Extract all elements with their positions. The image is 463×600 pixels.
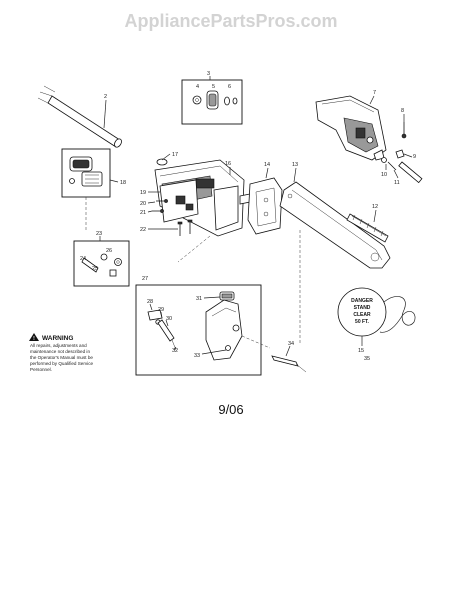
warning-title: WARNING [42,335,73,342]
date-code: 9/06 [218,402,243,417]
callout-18: 18 [120,180,126,186]
callout-19: 19 [140,190,146,196]
callout-11: 11 [394,180,400,186]
callout-15: 15 [358,348,364,354]
callout-31: 31 [196,296,202,302]
part-10-11-washer-screw[interactable] [381,157,423,184]
danger-line-3: CLEAR [353,312,371,318]
part-2-pole-tube[interactable] [37,85,123,148]
part-33-oil-tank[interactable] [205,299,243,361]
danger-line-2: STAND [354,305,371,311]
callout-6: 6 [228,84,231,90]
callout-35: 35 [364,356,370,362]
watermark-text: AppliancePartsPros.com [124,11,337,31]
part-18-coupler-box[interactable] [61,148,111,198]
part-23-fastener-box[interactable] [73,240,130,287]
callout-21: 21 [140,210,146,216]
part-9-nut[interactable] [395,149,405,159]
part-31-oil-cap[interactable] [219,291,235,301]
svg-text:!: ! [33,336,35,342]
part-20-21-22-screws[interactable] [152,199,193,236]
callout-9: 9 [413,154,416,160]
warning-notice: ! WARNING All repairs, adjustments and m… [29,333,94,372]
part-12-saw-chain[interactable] [346,213,389,243]
callout-32: 32 [172,348,178,354]
callout-14: 14 [264,162,270,168]
danger-line-4: 50 FT. [355,319,370,325]
callout-30: 30 [166,316,172,322]
warning-line-4: performed by Qualified Service [30,361,94,366]
part-15-danger-tag[interactable]: DANGER STAND CLEAR 50 FT. [337,287,416,337]
callout-13: 13 [292,162,298,168]
part-34-hose[interactable] [271,355,307,373]
callout-23: 23 [96,231,102,237]
callout-20: 20 [140,201,146,207]
callout-7: 7 [373,90,376,96]
callout-33: 33 [194,353,200,359]
callout-2: 2 [104,94,107,100]
warning-line-5: Personnel. [30,367,52,372]
danger-line-1: DANGER [351,298,373,304]
callout-17: 17 [172,152,178,158]
callout-5: 5 [212,84,215,90]
callout-22: 22 [140,227,146,233]
callout-28: 28 [147,299,153,305]
callout-34: 34 [288,341,294,347]
callout-27: 27 [142,276,148,282]
callout-4: 4 [196,84,199,90]
part-3-coupling-kit[interactable] [181,79,243,125]
part-27-oil-tank-box[interactable] [135,284,262,376]
part-7-chain-guard[interactable] [315,95,387,161]
callout-29: 29 [158,307,164,313]
callout-26: 26 [106,248,112,254]
callout-16: 16 [225,161,231,167]
part-19-side-cover[interactable] [159,179,199,223]
part-14-bar-plate[interactable] [247,177,283,235]
callout-3: 3 [207,71,210,77]
warning-line-3: the Operator's Manual must be [30,355,93,360]
callout-10: 10 [381,172,387,178]
callout-12: 12 [372,204,378,210]
part-13-guide-bar[interactable] [279,181,391,345]
warning-line-1: All repairs, adjustments and [30,343,87,348]
callout-8: 8 [401,108,404,114]
part-8-bolt[interactable] [401,122,407,139]
warning-line-2: maintenance not described in [30,349,90,354]
callout-25: 25 [92,266,98,272]
callout-24: 24 [80,256,86,262]
